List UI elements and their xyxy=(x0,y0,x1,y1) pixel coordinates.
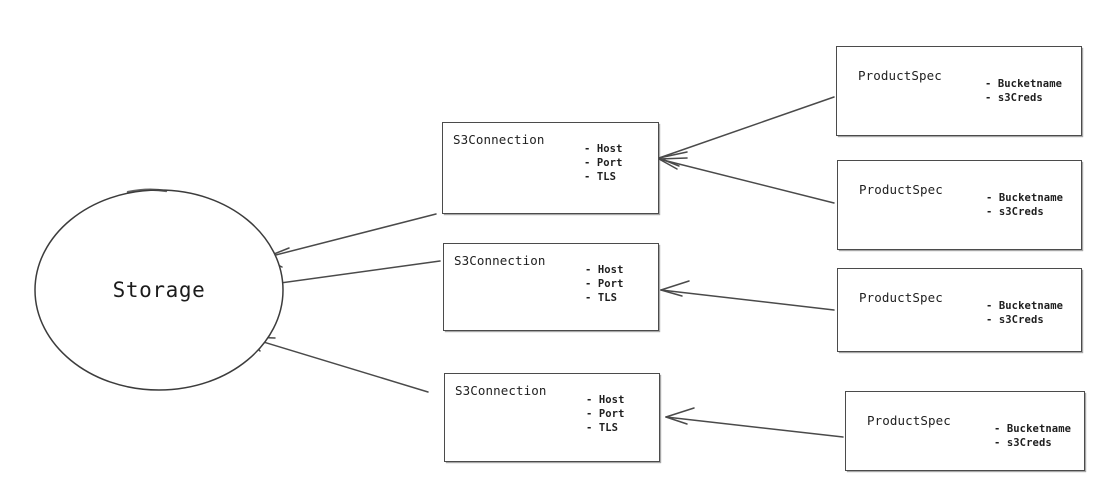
spec-title: ProductSpec xyxy=(867,413,951,428)
edge-spec-1-to-connection-1 xyxy=(658,96,835,167)
connection-title: S3Connection xyxy=(454,253,546,268)
spec-field: - Bucketname xyxy=(986,192,1064,204)
spec-fields: - Bucketname - s3Creds xyxy=(985,77,1062,105)
spec-fields: - Bucketname - s3Creds xyxy=(986,191,1063,219)
connection-box-3[interactable]: S3Connection - Host - Port - TLS xyxy=(444,373,660,462)
edge-connection-1-to-storage xyxy=(263,213,437,268)
connection-field: - Host xyxy=(586,394,625,406)
connection-fields: - Host - Port - TLS xyxy=(586,393,625,435)
spec-field: - Bucketname xyxy=(985,78,1063,90)
connection-fields: - Host - Port - TLS xyxy=(585,263,624,305)
spec-field: - s3Creds xyxy=(986,314,1044,326)
connection-field: - Port xyxy=(586,408,625,420)
connection-field: - Host xyxy=(584,143,623,155)
connection-field: - TLS xyxy=(586,422,619,434)
storage-circle-shape xyxy=(34,188,284,391)
spec-box-3[interactable]: ProductSpec - Bucketname - s3Creds xyxy=(837,268,1082,352)
spec-fields: - Bucketname - s3Creds xyxy=(994,422,1071,450)
connection-box-1[interactable]: S3Connection - Host - Port - TLS xyxy=(442,122,659,214)
connection-field: - Host xyxy=(585,264,624,276)
spec-title: ProductSpec xyxy=(858,68,942,83)
spec-fields: - Bucketname - s3Creds xyxy=(986,299,1063,327)
connection-field: - Port xyxy=(584,157,623,169)
spec-field: - s3Creds xyxy=(986,206,1044,218)
spec-box-4[interactable]: ProductSpec - Bucketname - s3Creds xyxy=(845,391,1085,471)
connection-fields: - Host - Port - TLS xyxy=(584,142,623,184)
spec-box-2[interactable]: ProductSpec - Bucketname - s3Creds xyxy=(837,160,1082,250)
edge-spec-2-to-connection-1 xyxy=(658,157,835,204)
connection-box-2[interactable]: S3Connection - Host - Port - TLS xyxy=(443,243,659,331)
spec-box-1[interactable]: ProductSpec - Bucketname - s3Creds xyxy=(836,46,1082,136)
spec-title: ProductSpec xyxy=(859,182,943,197)
storage-node[interactable]: Storage xyxy=(33,188,285,392)
edge-spec-3-to-connection-2 xyxy=(660,280,835,311)
spec-field: - s3Creds xyxy=(994,437,1052,449)
connection-field: - TLS xyxy=(584,171,617,183)
storage-label: Storage xyxy=(112,278,206,302)
edge-spec-4-to-connection-3 xyxy=(665,407,844,438)
spec-field: - s3Creds xyxy=(985,92,1043,104)
spec-field: - Bucketname xyxy=(994,423,1072,435)
connection-title: S3Connection xyxy=(453,132,545,147)
connection-field: - Port xyxy=(585,278,624,290)
spec-title: ProductSpec xyxy=(859,290,943,305)
spec-field: - Bucketname xyxy=(986,300,1064,312)
connection-title: S3Connection xyxy=(455,383,547,398)
connection-field: - TLS xyxy=(585,292,618,304)
